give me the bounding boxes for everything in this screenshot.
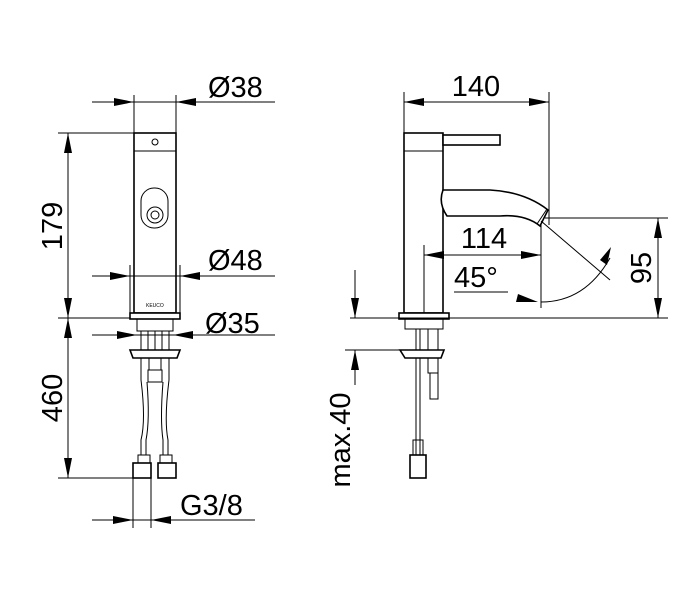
dim-top-diameter: Ø38	[208, 72, 263, 104]
hose-nut-left	[132, 462, 152, 479]
dim-hose-length: 460	[37, 374, 69, 422]
handle-hole	[151, 138, 159, 146]
dim-thread: G3/8	[180, 490, 243, 522]
aerator	[146, 206, 164, 224]
dim-spout-angle: 45°	[454, 262, 498, 294]
dim-spout-reach: 114	[461, 223, 507, 255]
hose-nut-right	[157, 462, 177, 479]
front-dimensions: Ø38 179 460 Ø48 Ø35 G3/8	[37, 72, 275, 528]
base-flange	[129, 312, 181, 320]
dim-base-diameter: Ø48	[208, 245, 263, 277]
brand-logo: KEUCO	[146, 303, 164, 309]
side-view	[398, 132, 550, 479]
fixing-nut	[147, 369, 163, 383]
dim-height: 179	[37, 202, 69, 250]
front-view: KEUCO	[128, 132, 182, 479]
mounting-plate-side	[398, 349, 446, 359]
hose-nut-side	[409, 454, 427, 479]
mounting-plate	[128, 349, 182, 359]
side-dimensions: 140 114 45° 95 max.40	[325, 71, 668, 488]
dim-max-thickness: max.40	[325, 392, 357, 487]
lever-handle	[442, 134, 501, 146]
spout	[440, 189, 550, 228]
aerator-housing	[140, 187, 169, 229]
dim-spout-height: 95	[626, 252, 658, 284]
dim-depth: 140	[452, 71, 500, 103]
dim-stem-diameter: Ø35	[205, 308, 260, 340]
